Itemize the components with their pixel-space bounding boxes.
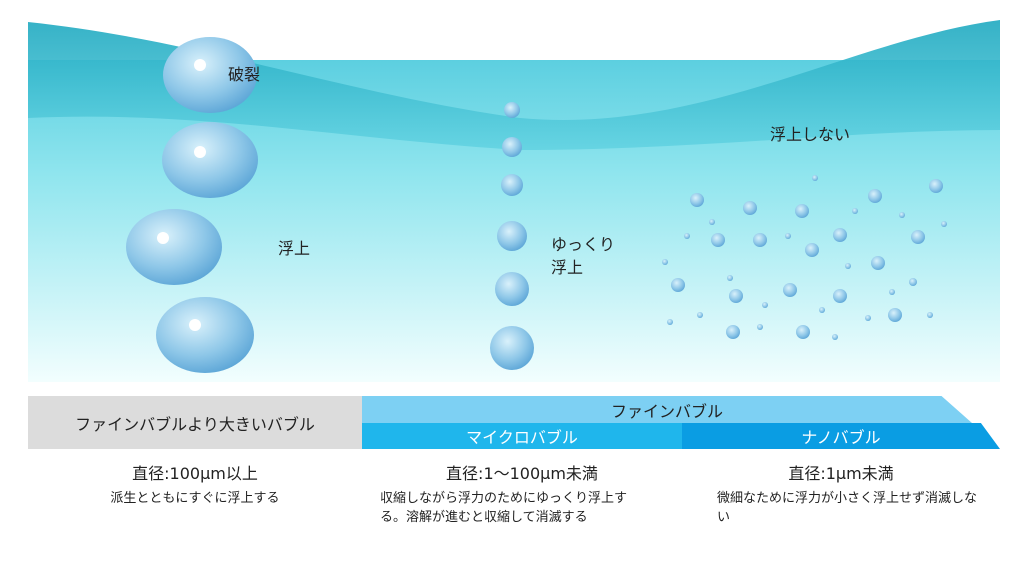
slow-rise-label-2: 浮上 (551, 258, 584, 277)
water-illustration (28, 20, 1000, 382)
no-rise-label: 浮上しない (770, 125, 851, 144)
large-bubbles (126, 37, 258, 373)
micro-bubbles (490, 102, 534, 370)
larger-bubble-category: ファインバブルより大きいバブル (28, 396, 362, 449)
micro-diameter: 直径:1〜100μm未満 (446, 464, 598, 483)
nano-bubbles (662, 175, 947, 340)
rise-label: 浮上 (278, 239, 311, 258)
micro-bubble-category: マイクロバブル (362, 423, 682, 449)
nano-description: 微細なために浮力が小さく浮上せず消滅しない (717, 491, 978, 525)
larger-description: 派生とともにすぐに浮上する (110, 491, 280, 506)
fine-bubble-category: ファインバブル (362, 396, 972, 423)
burst-label: 破裂 (228, 65, 261, 84)
larger-diameter: 直径:100μm以上 (132, 464, 258, 483)
nano-diameter: 直径:1μm未満 (788, 464, 894, 483)
micro-description: 収縮しながら浮力のためにゆっくり浮上する。溶解が進むと収縮して消滅する (380, 491, 628, 525)
nano-bubble-category: ナノバブル (682, 423, 1000, 449)
slow-rise-label-1: ゆっくり (551, 235, 616, 254)
